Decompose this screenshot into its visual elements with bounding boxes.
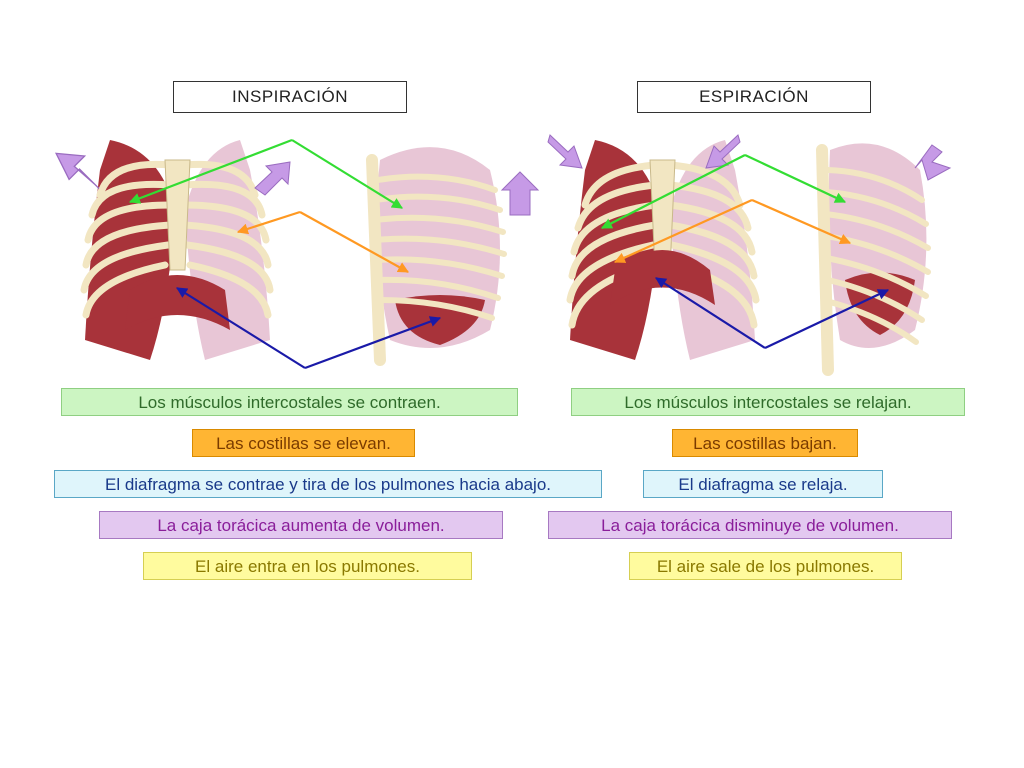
title-inspiracion: INSPIRACIÓN (173, 81, 407, 113)
arrow-in-right-icon (705, 134, 741, 169)
label-costillas-bajan: Las costillas bajan. (672, 429, 858, 457)
arrow-down-icon (914, 144, 952, 181)
front-rib-cage-inspiration (80, 140, 274, 360)
label-intercostales-contraen: Los músculos intercostales se contraen. (61, 388, 518, 416)
label-costillas-elevan: Las costillas se elevan. (192, 429, 415, 457)
label-caja-aumenta: La caja torácica aumenta de volumen. (99, 511, 503, 539)
label-intercostales-relajan: Los músculos intercostales se relajan. (571, 388, 965, 416)
pointer-lines-espiracion (601, 154, 889, 349)
arrow-out-right-icon (254, 161, 291, 196)
arrow-in-left-icon (547, 134, 583, 169)
side-rib-cage-inspiration (366, 147, 507, 366)
arrow-up-icon (500, 171, 540, 216)
label-caja-disminuye: La caja torácica disminuye de volumen. (548, 511, 952, 539)
rib-cage-illustration (54, 134, 952, 376)
arrow-out-left-icon (54, 152, 100, 189)
title-espiracion: ESPIRACIÓN (637, 81, 871, 113)
label-diafragma-relaja: El diafragma se relaja. (643, 470, 883, 498)
purple-motion-arrows (54, 134, 952, 216)
label-aire-entra: El aire entra en los pulmones. (143, 552, 472, 580)
pointer-lines-inspiration (128, 138, 442, 370)
front-rib-cage-espiracion (566, 140, 760, 360)
side-rib-cage-espiracion (816, 143, 931, 376)
label-aire-sale: El aire sale de los pulmones. (629, 552, 902, 580)
label-diafragma-contrae: El diafragma se contrae y tira de los pu… (54, 470, 602, 498)
